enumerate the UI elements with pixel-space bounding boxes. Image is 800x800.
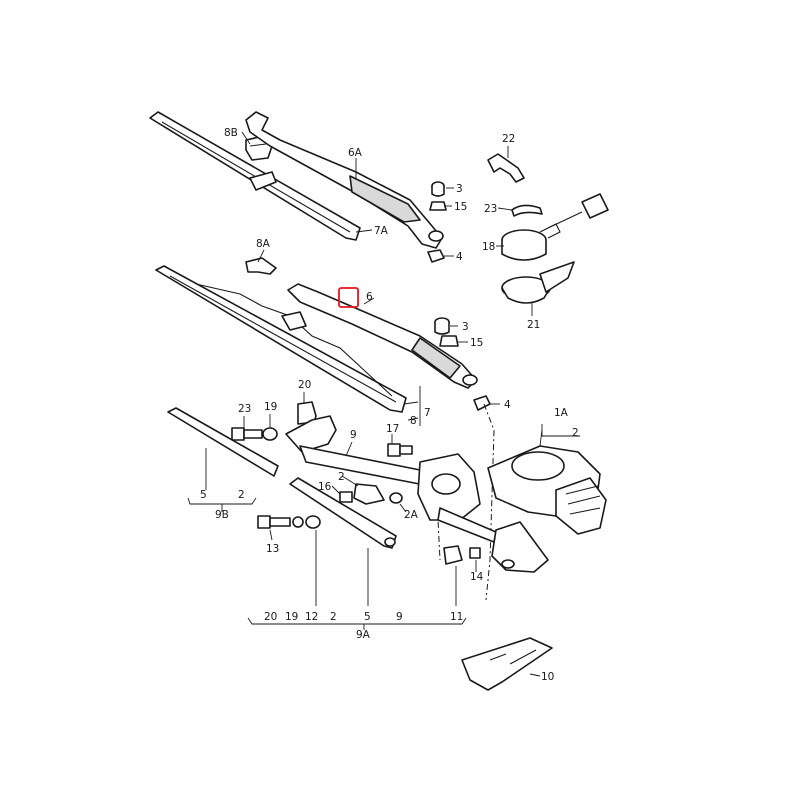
- label-12: 12: [305, 611, 318, 623]
- label-7: 7: [424, 407, 431, 419]
- label-19-bottom: 19: [285, 611, 298, 623]
- label-19-top: 19: [264, 401, 277, 413]
- leader-lines: [187, 131, 580, 677]
- wiper-arm-6A[interactable]: [245, 111, 444, 249]
- frame-9[interactable]: [285, 415, 549, 573]
- washer-4-upper[interactable]: [427, 249, 445, 263]
- label-8B: 8B: [224, 127, 238, 139]
- label-3-upper: 3: [456, 183, 463, 195]
- clip-22[interactable]: [487, 153, 525, 183]
- clip-8A[interactable]: [245, 257, 277, 275]
- label-6A: 6A: [348, 147, 363, 159]
- bolt-17[interactable]: [387, 443, 413, 457]
- label-16: 16: [318, 481, 332, 493]
- label-14: 14: [470, 571, 484, 583]
- cover-21[interactable]: [501, 261, 575, 304]
- motor-1A[interactable]: [487, 445, 607, 535]
- label-22: 22: [502, 133, 515, 145]
- axis-line-left: [435, 479, 441, 561]
- bolt-13[interactable]: [257, 515, 291, 529]
- label-13: 13: [266, 543, 279, 555]
- label-15-upper: 15: [454, 201, 467, 213]
- label-9B: 9B: [215, 509, 229, 521]
- label-21: 21: [527, 319, 540, 331]
- wiper-blade-7A[interactable]: [149, 111, 361, 241]
- cable-clip-23[interactable]: [511, 204, 543, 217]
- axis-line-right: [483, 403, 495, 601]
- label-3-lower: 3: [462, 321, 469, 333]
- label-23-lower: 23: [238, 403, 251, 415]
- bolt-23[interactable]: [231, 427, 263, 441]
- part-labels: 8B 6A 3 15 7A 4 22 23 18 21 8A 6 3 15 7 …: [200, 127, 579, 683]
- cap-3-upper[interactable]: [431, 181, 445, 197]
- label-1A: 1A: [554, 407, 569, 419]
- label-8A: 8A: [256, 238, 271, 250]
- label-8: 8: [410, 415, 417, 427]
- label-9-bottom: 9: [396, 611, 403, 623]
- wiper-blade-7[interactable]: [155, 265, 407, 413]
- wiper-arm-6[interactable]: [287, 283, 478, 389]
- nut-16[interactable]: [339, 491, 353, 503]
- bracket-10[interactable]: [461, 637, 553, 691]
- label-10: 10: [541, 671, 554, 683]
- bush-19[interactable]: [262, 427, 278, 441]
- label-5-9B: 5: [200, 489, 207, 501]
- nut-15-lower[interactable]: [439, 335, 459, 347]
- cap-18[interactable]: [501, 223, 561, 261]
- label-15-lower: 15: [470, 337, 483, 349]
- label-2-bottom: 2: [330, 611, 337, 623]
- rubber-mount-11[interactable]: [443, 545, 463, 565]
- label-20-bottom: 20: [264, 611, 277, 623]
- push-rod-9B[interactable]: [167, 407, 279, 477]
- label-2A: 2A: [404, 509, 419, 521]
- highlight-box: [338, 287, 359, 308]
- label-6: 6: [366, 291, 373, 303]
- washer-4-lower[interactable]: [473, 395, 491, 411]
- label-2-joint: 2: [338, 471, 345, 483]
- label-20-top: 20: [298, 379, 311, 391]
- connector-cable[interactable]: [547, 193, 609, 229]
- label-23-upper: 23: [484, 203, 497, 215]
- label-18: 18: [482, 241, 495, 253]
- label-11: 11: [450, 611, 463, 623]
- label-4-lower: 4: [504, 399, 511, 411]
- label-17: 17: [386, 423, 399, 435]
- push-rod-9A[interactable]: [289, 477, 397, 549]
- ball-joint-2[interactable]: [353, 483, 385, 505]
- cap-3-lower[interactable]: [434, 317, 450, 335]
- nut-14[interactable]: [469, 547, 481, 559]
- label-2-9B: 2: [238, 489, 245, 501]
- nut-15-upper[interactable]: [429, 201, 447, 211]
- label-9-top: 9: [350, 429, 357, 441]
- label-9A: 9A: [356, 629, 371, 641]
- washer-lower[interactable]: [292, 515, 321, 529]
- cap-2A[interactable]: [389, 492, 403, 504]
- label-5-bottom: 5: [364, 611, 371, 623]
- label-4-upper: 4: [456, 251, 463, 263]
- label-2-motor: 2: [572, 427, 579, 439]
- label-7A: 7A: [374, 225, 389, 237]
